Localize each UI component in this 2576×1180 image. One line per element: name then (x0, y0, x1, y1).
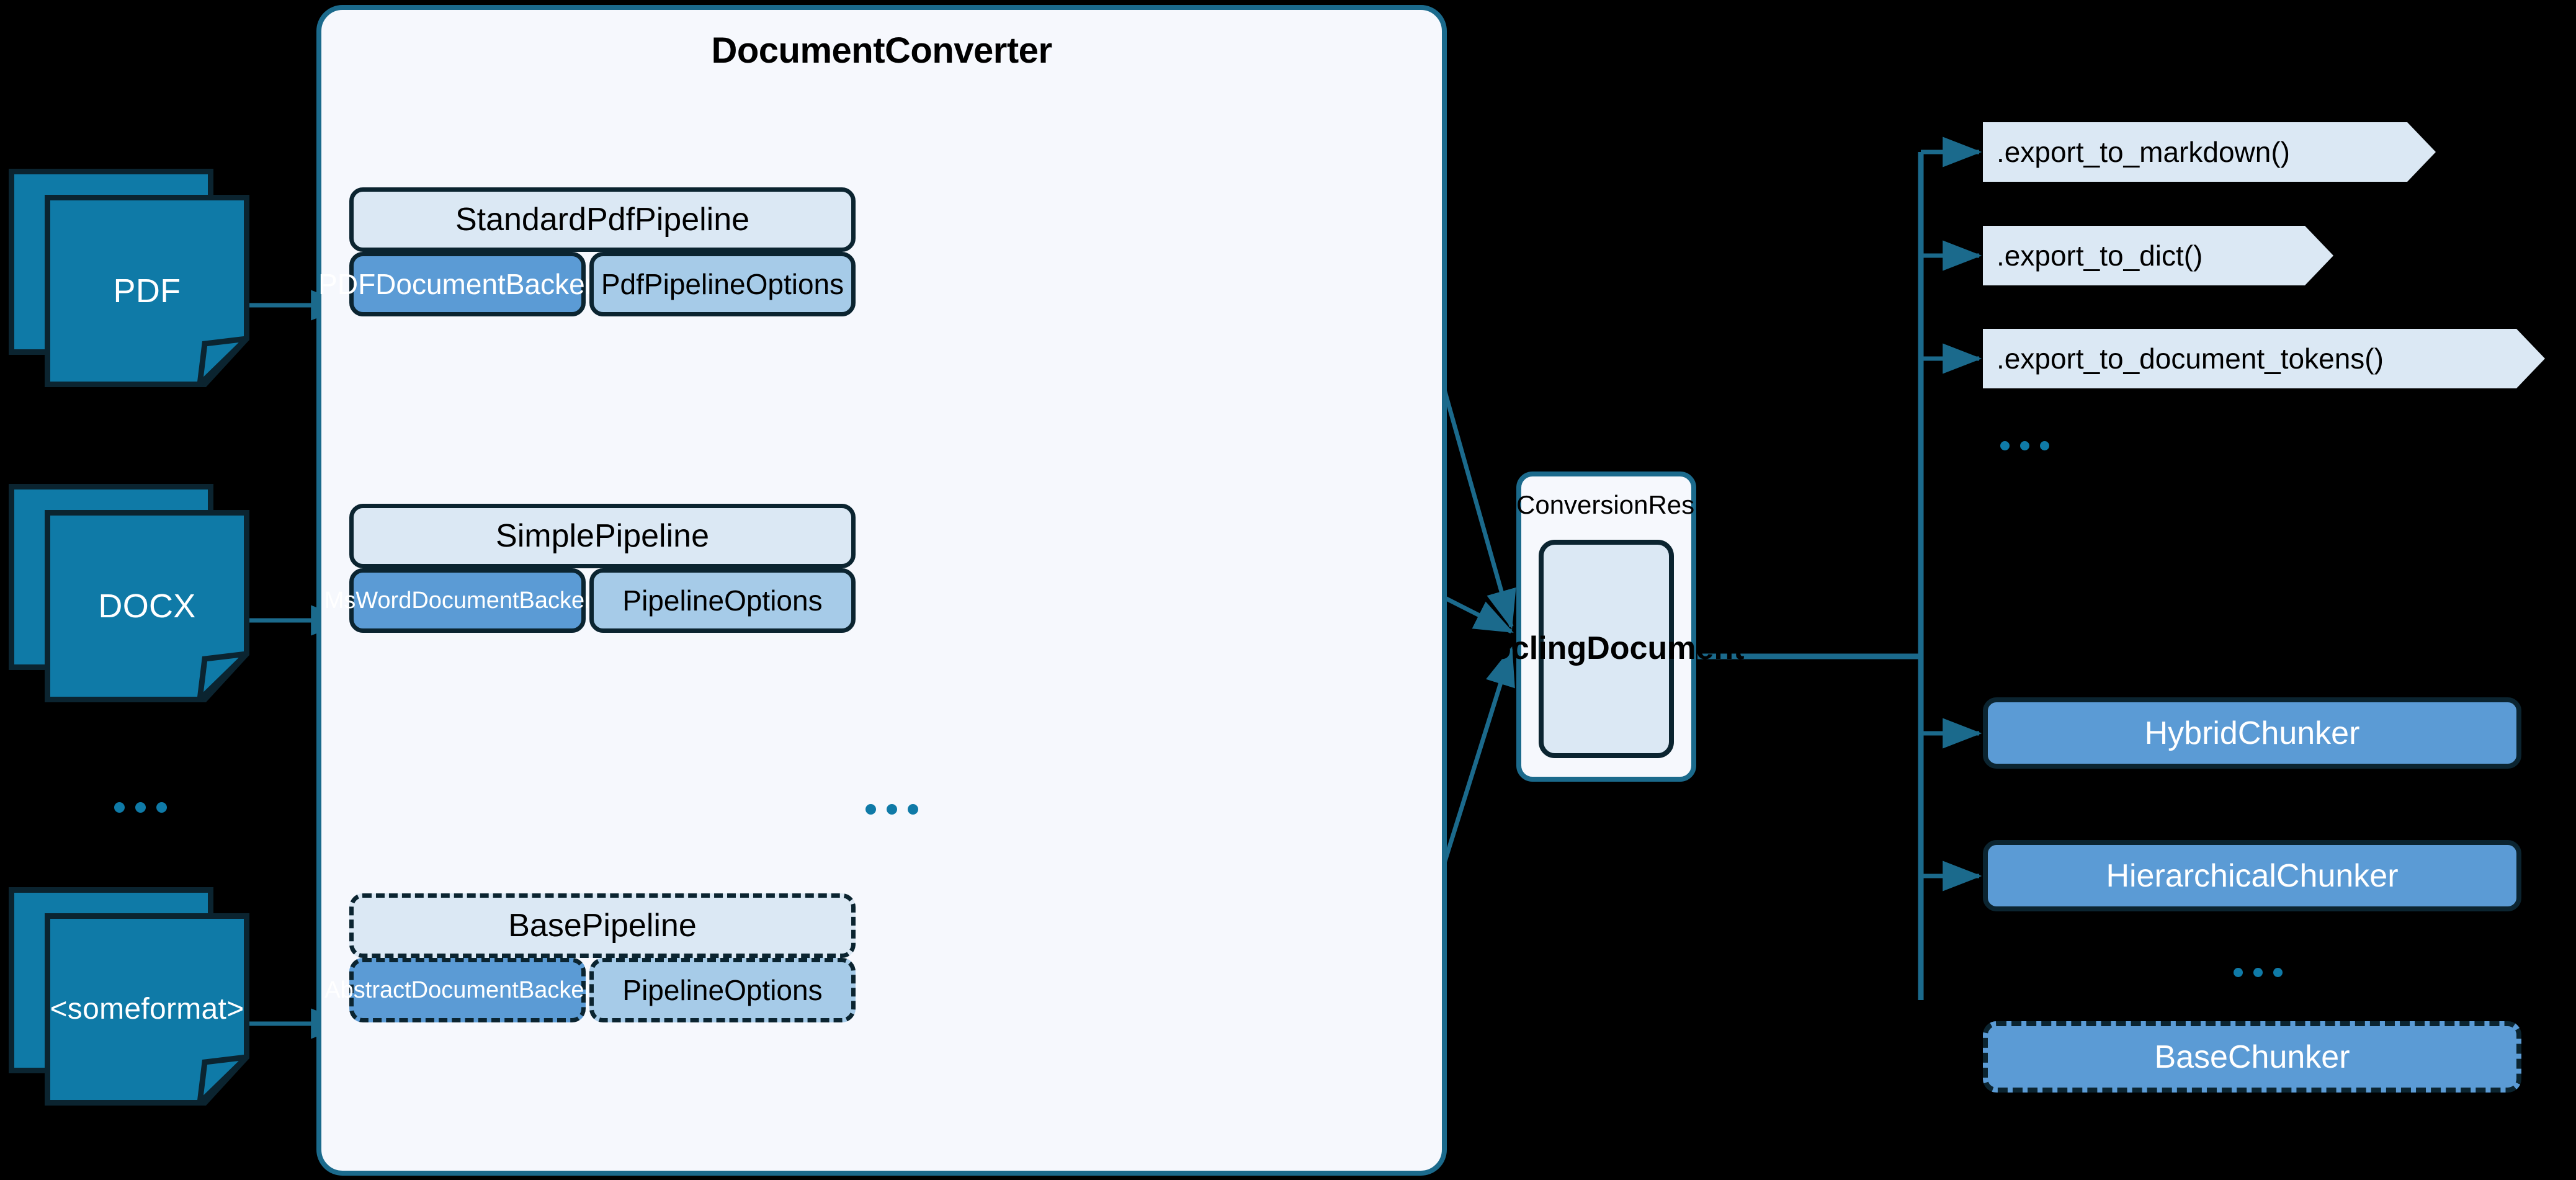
pipeline-name-base[interactable]: BasePipeline (349, 893, 856, 958)
options-pipeline-options[interactable]: PipelineOptions (589, 568, 856, 633)
export-method-label: .export_to_document_tokens() (1997, 342, 2384, 375)
ellipsis-dot (2000, 441, 2010, 450)
chunker-label: HybridChunker (2144, 715, 2360, 751)
pipeline-group-base[interactable]: BasePipeline AbstractDocumentBackend Pip… (324, 893, 856, 1022)
backend-msword-document-backend[interactable]: MsWordDocumentBackend (324, 568, 610, 633)
docling-document-line-2: Document (1586, 630, 1745, 667)
ellipsis-dot (135, 802, 146, 813)
backend-abstract-document-backend[interactable]: AbstractDocumentBackend (324, 958, 610, 1022)
exports-ellipsis (2000, 441, 2049, 450)
ellipsis-dot (2020, 441, 2029, 450)
export-to-markdown-chevron[interactable]: .export_to_markdown() (1983, 122, 2436, 182)
pipeline-members-row: PDFDocumentBackend PdfPipelineOptions (318, 252, 856, 316)
export-to-document-tokens-chevron[interactable]: .export_to_document_tokens() (1983, 329, 2545, 388)
options-pdf-pipeline-options[interactable]: PdfPipelineOptions (589, 252, 856, 316)
export-method-label: .export_to_dict() (1997, 239, 2203, 272)
ellipsis-dot (2234, 968, 2243, 977)
ellipsis-dot (2273, 968, 2283, 977)
backend-pdf-document-backend[interactable]: PDFDocumentBackend (318, 252, 617, 316)
ellipsis-dot (865, 804, 876, 815)
export-method-label: .export_to_markdown() (1997, 136, 2290, 168)
input-ellipsis (114, 802, 167, 813)
chunker-hierarchical[interactable]: HierarchicalChunker (1983, 840, 2521, 911)
ellipsis-dot (887, 804, 897, 815)
ellipsis-dot (2253, 968, 2263, 977)
pipeline-group-standard-pdf[interactable]: StandardPdfPipeline PDFDocumentBackend P… (318, 187, 856, 316)
pipeline-name-standard-pdf[interactable]: StandardPdfPipeline (349, 187, 856, 252)
pipeline-members-row: AbstractDocumentBackend PipelineOptions (324, 958, 856, 1022)
ellipsis-dot (114, 802, 125, 813)
ellipsis-dot (2040, 441, 2049, 450)
document-front-sheet (45, 195, 249, 387)
document-front-sheet (45, 510, 249, 702)
chunker-hybrid[interactable]: HybridChunker (1983, 697, 2521, 769)
input-document-pdf[interactable]: PDF (9, 169, 252, 392)
ellipsis-dot (156, 802, 167, 813)
pipeline-name-simple[interactable]: SimplePipeline (349, 504, 856, 568)
docling-document-line-1: Docling (1468, 630, 1587, 667)
pipeline-ellipsis (865, 804, 918, 815)
conversion-result-label: ConversionResult (1516, 490, 1722, 519)
document-converter-title: DocumentConverter (711, 30, 1052, 71)
chunkers-ellipsis (2234, 968, 2283, 977)
ellipsis-dot (908, 804, 918, 815)
chunker-label: BaseChunker (2154, 1039, 2350, 1075)
input-document-docx[interactable]: DOCX (9, 484, 252, 707)
pipeline-group-simple[interactable]: SimplePipeline MsWordDocumentBackend Pip… (324, 504, 856, 633)
pipeline-members-row: MsWordDocumentBackend PipelineOptions (324, 568, 856, 633)
export-to-dict-chevron[interactable]: .export_to_dict() (1983, 226, 2333, 285)
chunker-base[interactable]: BaseChunker (1983, 1021, 2521, 1093)
chunker-label: HierarchicalChunker (2106, 857, 2399, 894)
document-front-sheet (45, 913, 249, 1106)
options-pipeline-options[interactable]: PipelineOptions (589, 958, 856, 1022)
